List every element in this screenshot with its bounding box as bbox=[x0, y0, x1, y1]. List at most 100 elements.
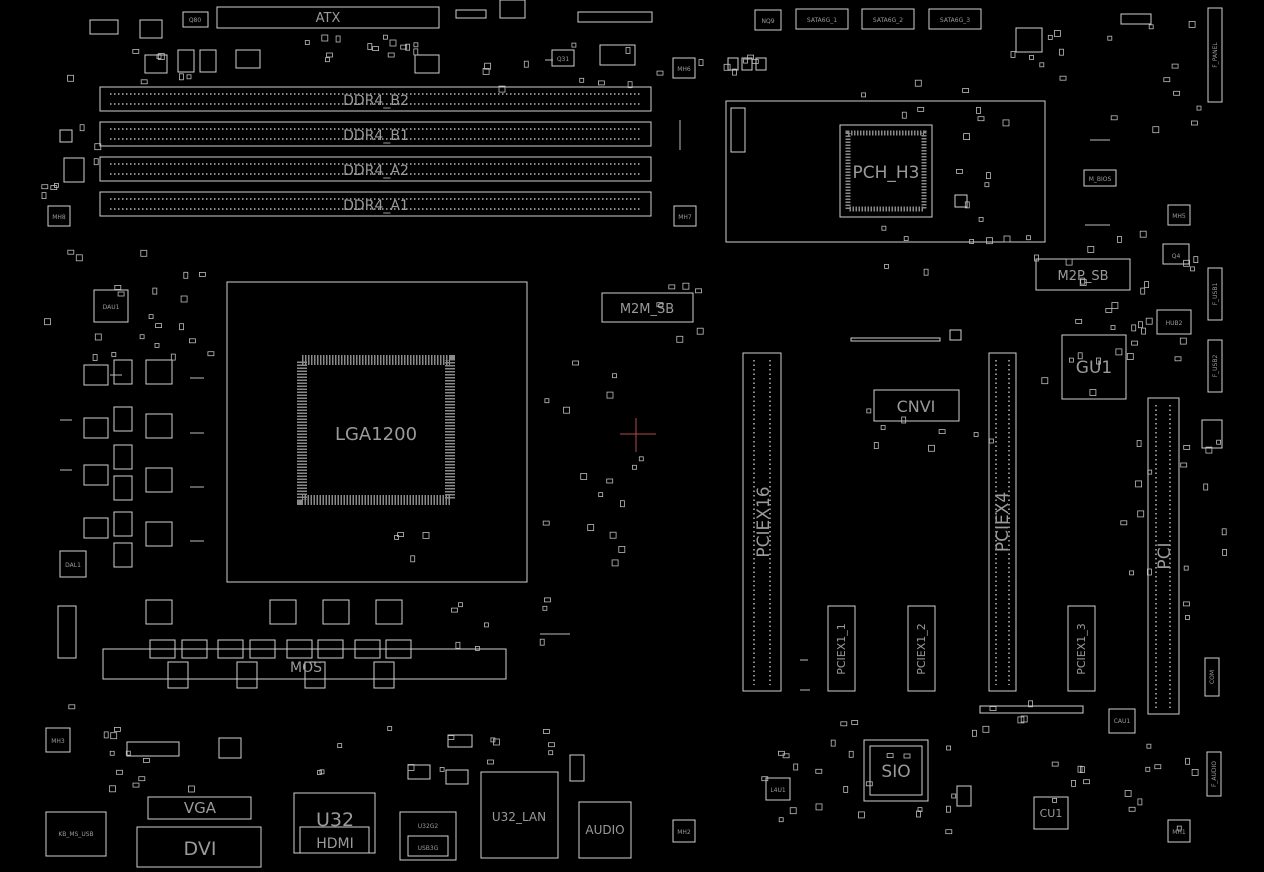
pciex4-label: PCIEX4 bbox=[993, 492, 1013, 552]
passive-pad bbox=[321, 34, 329, 42]
passive-pad bbox=[180, 295, 188, 303]
passive-pad bbox=[1179, 337, 1187, 345]
dvi-label: DVI bbox=[184, 838, 217, 860]
passive-pad bbox=[1054, 30, 1061, 37]
passive-pad bbox=[1138, 321, 1143, 329]
passive-pad bbox=[840, 721, 848, 727]
passive-pad bbox=[156, 54, 162, 59]
crosshair-cursor bbox=[620, 418, 656, 452]
passive-pad bbox=[1028, 700, 1033, 708]
pciex1-1-slot[interactable]: PCIEX1_1 bbox=[827, 605, 856, 692]
passive-pad bbox=[964, 201, 970, 209]
passive-pad bbox=[422, 532, 430, 539]
passive-pad bbox=[1129, 570, 1134, 576]
f-audio-header[interactable]: F_AUDIO bbox=[1206, 751, 1222, 797]
passive-pad bbox=[901, 111, 907, 119]
passive-pad bbox=[183, 271, 189, 279]
passive-pad bbox=[747, 54, 754, 60]
passive-pad bbox=[1183, 565, 1189, 571]
u32-hdmi-port[interactable]: U32 HDMI bbox=[293, 792, 376, 854]
passive-pad bbox=[1188, 20, 1196, 28]
passive-pad bbox=[1203, 483, 1209, 491]
passive-pad bbox=[1191, 769, 1199, 776]
passive-pad bbox=[54, 182, 59, 188]
passive-pad bbox=[1034, 254, 1039, 262]
u32-lan-port[interactable]: U32_LAN bbox=[480, 771, 559, 859]
cpu-socket[interactable]: LGA1200 bbox=[226, 281, 528, 583]
passive-pad bbox=[789, 807, 797, 815]
gu1-chip[interactable]: GU1 bbox=[1061, 334, 1127, 400]
kb-ms-usb-port[interactable]: KB_MS_USB bbox=[45, 811, 107, 857]
hub2-label: HUB2 bbox=[1166, 320, 1183, 327]
com-header[interactable]: COM bbox=[1204, 657, 1220, 697]
passive-pad bbox=[972, 729, 977, 737]
passive-pad bbox=[886, 753, 894, 758]
m2p-slot[interactable]: M2P_SB bbox=[1035, 258, 1131, 291]
cnvi-slot[interactable]: CNVI bbox=[873, 389, 960, 422]
dimm-slot-a1[interactable]: DDR4_A1 bbox=[99, 191, 652, 217]
pciex1-1-label: PCIEX1_1 bbox=[835, 623, 848, 675]
passive-pad bbox=[1083, 779, 1090, 785]
mh8-label: MH8 bbox=[52, 214, 66, 221]
passive-pad bbox=[1147, 469, 1153, 475]
pciex1-2-slot[interactable]: PCIEX1_2 bbox=[907, 605, 936, 692]
sata-port-1[interactable]: SATA6G_1 bbox=[795, 8, 849, 30]
passive-pad bbox=[1124, 790, 1132, 797]
sio-chip[interactable]: SIO bbox=[863, 739, 929, 802]
f-audio-label: F_AUDIO bbox=[1211, 761, 1218, 787]
passive-pad bbox=[989, 438, 994, 444]
passive-pad bbox=[451, 607, 458, 613]
passive-pad bbox=[1089, 389, 1097, 396]
vga-port[interactable]: VGA bbox=[147, 796, 252, 820]
f-panel-label: F_PANEL bbox=[1212, 42, 1219, 68]
dimm-slot-b2[interactable]: DDR4_B2 bbox=[99, 86, 652, 112]
passive-pad bbox=[843, 786, 849, 793]
dimm-slot-b1[interactable]: DDR4_B1 bbox=[99, 121, 652, 147]
passive-pad bbox=[148, 314, 154, 320]
passive-pad bbox=[92, 354, 98, 361]
cu1-label: CU1 bbox=[1040, 807, 1063, 820]
passive-pad bbox=[1096, 357, 1101, 365]
passive-pad bbox=[914, 79, 922, 87]
passive-pad bbox=[1052, 798, 1057, 803]
pciex16-slot[interactable]: PCIEX16 bbox=[742, 352, 782, 692]
audio-jack[interactable]: AUDIO bbox=[578, 801, 632, 859]
passive-pad bbox=[884, 263, 889, 269]
passive-pad bbox=[572, 360, 579, 366]
q31-label: Q31 bbox=[557, 56, 570, 63]
pci-slot[interactable]: PCI bbox=[1147, 397, 1180, 715]
f-usb2-header[interactable]: F_USB2 bbox=[1207, 339, 1223, 393]
m2m-slot[interactable]: M2M_SB bbox=[601, 292, 694, 323]
passive-pad bbox=[751, 59, 759, 64]
passive-pad bbox=[455, 641, 461, 649]
passive-pad bbox=[606, 391, 614, 399]
passive-pad bbox=[903, 236, 909, 242]
passive-pad bbox=[986, 237, 993, 245]
passive-pad bbox=[782, 753, 790, 759]
sata-port-3[interactable]: SATA6G_3 bbox=[928, 8, 982, 30]
passive-pad bbox=[1145, 317, 1153, 325]
passive-pad bbox=[125, 750, 131, 756]
atx-label: ATX bbox=[316, 11, 341, 26]
u32g2-port[interactable]: U32G2 USB3G bbox=[399, 811, 457, 861]
passive-pad bbox=[1171, 63, 1179, 69]
atx-connector[interactable]: ATX bbox=[216, 6, 440, 29]
passive-pad bbox=[544, 398, 550, 404]
pciex4-slot[interactable]: PCIEX4 bbox=[988, 352, 1017, 692]
dimm-slot-a2[interactable]: DDR4_A2 bbox=[99, 156, 652, 182]
sata-port-2[interactable]: SATA6G_2 bbox=[861, 8, 915, 30]
passive-pad bbox=[487, 759, 494, 765]
passive-pad bbox=[94, 143, 102, 151]
pch-chip[interactable]: PCH_H3 bbox=[725, 100, 1046, 243]
gu1-label: GU1 bbox=[1076, 358, 1112, 378]
f-panel-header[interactable]: F_PANEL bbox=[1207, 7, 1223, 103]
passive-pad bbox=[668, 284, 676, 290]
passive-pad bbox=[1065, 258, 1073, 266]
passive-pad bbox=[1174, 356, 1182, 362]
mh3-hole: MH3 bbox=[45, 727, 71, 753]
passive-pad bbox=[304, 40, 310, 45]
f-usb1-header[interactable]: F_USB1 bbox=[1207, 267, 1223, 321]
pciex1-3-slot[interactable]: PCIEX1_3 bbox=[1067, 605, 1096, 692]
dvi-port[interactable]: DVI bbox=[136, 826, 262, 868]
passive-pad bbox=[1020, 715, 1028, 723]
